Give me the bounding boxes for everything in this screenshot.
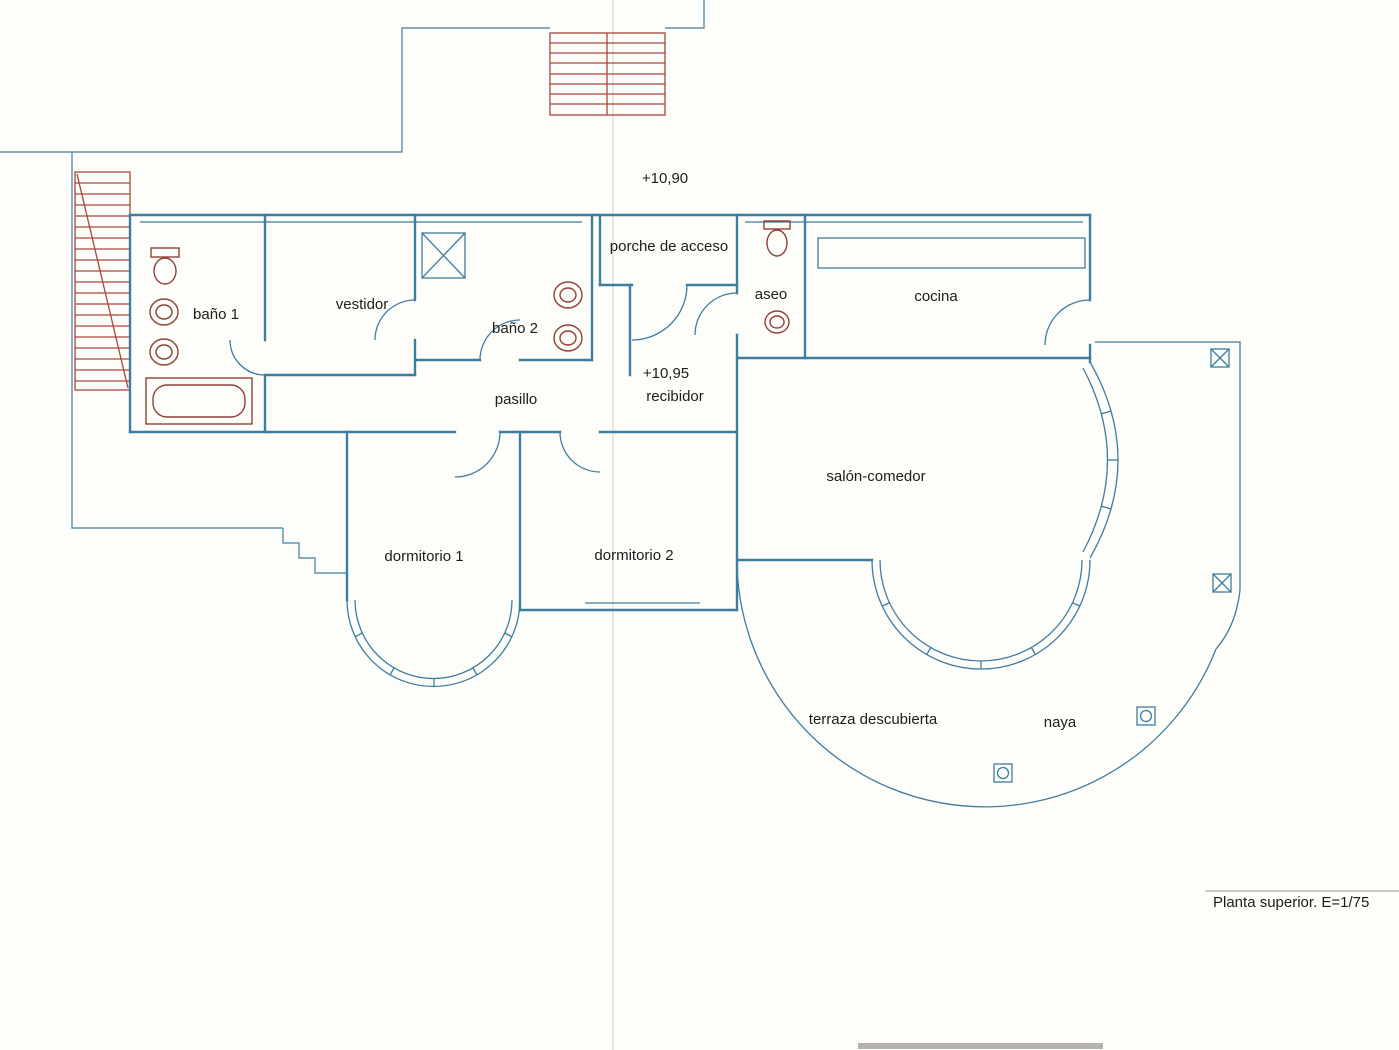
kitchen-counter xyxy=(817,237,1086,269)
scan-artifact xyxy=(858,1043,1103,1049)
window-bays xyxy=(346,361,1119,688)
drawing-title: Planta superior. E=1/75 xyxy=(1213,894,1369,911)
aseo-door-arc xyxy=(694,292,738,336)
exterior-stairs-left xyxy=(74,171,131,391)
sink-icon xyxy=(764,310,790,334)
dormitorio1-door-arc xyxy=(454,431,501,478)
room-label-terraza: terraza descubierta xyxy=(809,711,938,728)
room-label-vestidor: vestidor xyxy=(336,296,389,313)
sink-icon xyxy=(553,324,583,352)
room-label-recibidor: recibidor xyxy=(646,388,704,405)
room-labels: +10,90 porche de acceso aseo cocina baño… xyxy=(193,170,1077,731)
cocina-door-arc xyxy=(1044,299,1091,346)
toilet-icon xyxy=(763,220,791,257)
room-label-bano1: baño 1 xyxy=(193,306,239,323)
vestidor-door-arc xyxy=(374,299,416,341)
room-label-dormitorio2: dormitorio 2 xyxy=(594,547,673,564)
walls xyxy=(128,213,1092,612)
plot-boundary xyxy=(0,0,705,574)
dormitorio2-door-arc xyxy=(559,431,601,473)
windows xyxy=(140,221,1083,604)
sink-icon xyxy=(553,281,583,309)
exterior-stairs-top xyxy=(549,32,666,116)
bano2-door-arc xyxy=(479,319,521,361)
sink-icon xyxy=(149,298,179,326)
column-icon xyxy=(1136,706,1156,726)
toilet-icon xyxy=(150,247,180,285)
terrace-outline xyxy=(736,341,1241,808)
level-label-porch: +10,90 xyxy=(642,170,688,187)
column-icon xyxy=(993,763,1013,783)
door-arcs xyxy=(229,284,1091,478)
room-label-aseo: aseo xyxy=(755,286,788,303)
column-icon xyxy=(1210,348,1230,368)
naya-columns xyxy=(993,348,1232,783)
room-label-salon: salón-comedor xyxy=(826,468,925,485)
room-label-cocina: cocina xyxy=(914,288,958,305)
column-icon xyxy=(1212,573,1232,593)
sink-icon xyxy=(149,338,179,366)
bathroom-fixtures xyxy=(145,220,791,425)
room-label-bano2: baño 2 xyxy=(492,320,538,337)
entry-door-arc xyxy=(631,284,688,341)
bano1-door-arc xyxy=(229,339,266,376)
room-label-dormitorio1: dormitorio 1 xyxy=(384,548,463,565)
title-block: Planta superior. E=1/75 xyxy=(1205,890,1399,911)
room-label-pasillo: pasillo xyxy=(495,391,538,408)
garden-steps xyxy=(282,528,347,574)
room-label-porche: porche de acceso xyxy=(610,238,728,255)
bathtub-icon xyxy=(145,377,253,425)
room-label-naya: naya xyxy=(1044,714,1077,731)
level-label-hall: +10,95 xyxy=(643,365,689,382)
shaft-box xyxy=(421,232,466,279)
